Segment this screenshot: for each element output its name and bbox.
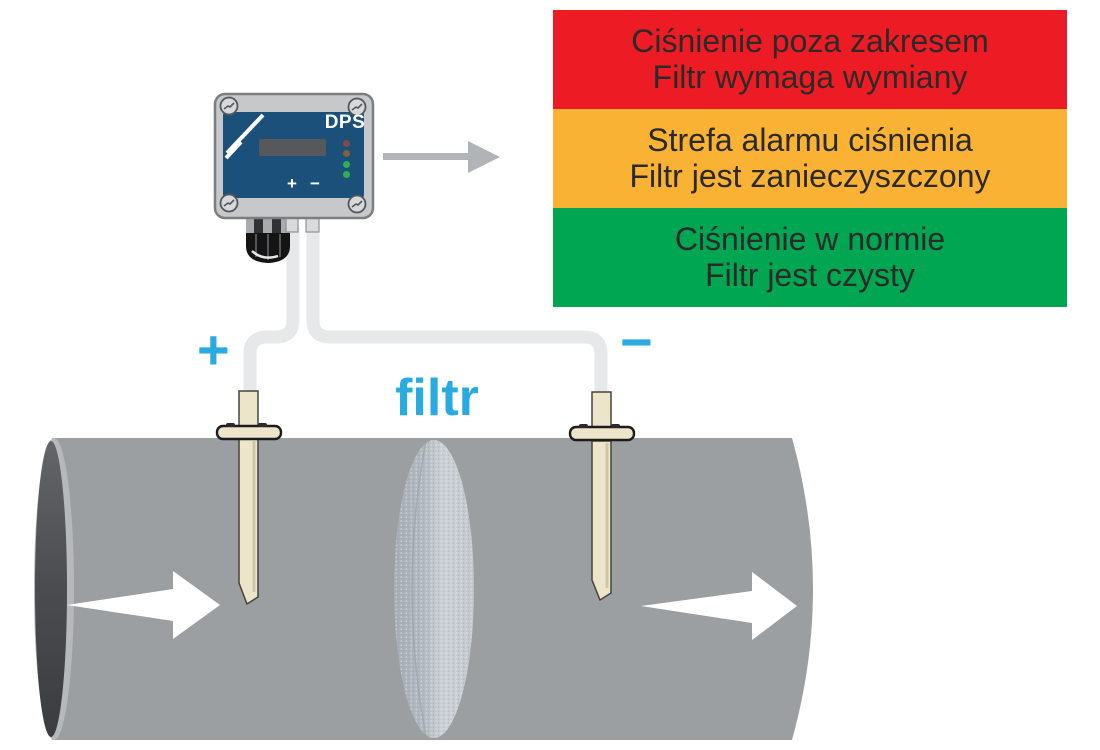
legend-line: Strefa alarmu ciśnienia [647,122,973,159]
screw-icon [219,193,239,213]
plus-tap-label: + [197,318,230,381]
screw-icon [219,96,239,116]
led-alarm [343,150,350,157]
legend-band-out-of-range: Ciśnienie poza zakresem Filtr wymaga wym… [553,10,1067,109]
minus-tap-label: − [620,310,653,373]
panel-minus-port-label: − [310,174,320,193]
legend-band-normal: Ciśnienie w normie Filtr jest czysty [553,208,1067,307]
tube-connector-minus [305,217,320,233]
panel-plus-port-label: + [287,174,297,193]
legend-line: Ciśnienie poza zakresem [631,23,989,60]
led-ok-1 [343,160,350,168]
device-model-label: DPS [324,112,366,133]
lcd-display [259,139,326,156]
screw-icon [347,194,367,214]
pipe [34,438,813,740]
flow-arrow-outlet [641,572,797,640]
tube-plus [243,226,300,396]
legend-line: Filtr jest czysty [705,256,915,293]
probe-minus [568,391,636,602]
pressure-tubes [243,226,608,396]
flow-arrow-inlet [67,571,220,639]
corner-screws [219,96,367,214]
legend-line: Ciśnienie w normie [674,221,946,258]
cable-gland-icon [246,218,290,263]
tube-minus [306,226,608,396]
led-ok-2 [343,170,350,178]
legend-line: Filtr jest zanieczyszczony [629,157,991,194]
probe-plus [215,390,283,606]
legend-line: Filtr wymaga wymiany [652,58,968,95]
status-legend: Ciśnienie poza zakresem Filtr wymaga wym… [553,10,1067,307]
led-overrange [343,140,350,147]
screw-icon [347,97,367,117]
filter-label: filtr [395,369,479,427]
legend-pointer-arrow-icon [383,141,500,173]
filter-disc [394,440,474,738]
pipe-open-end [34,438,74,740]
brand-stripe-icon [224,113,265,160]
legend-band-alarm-zone: Strefa alarmu ciśnienia Filtr jest zanie… [553,109,1067,208]
dps-device [213,92,375,263]
tube-connector-plus [285,217,299,233]
